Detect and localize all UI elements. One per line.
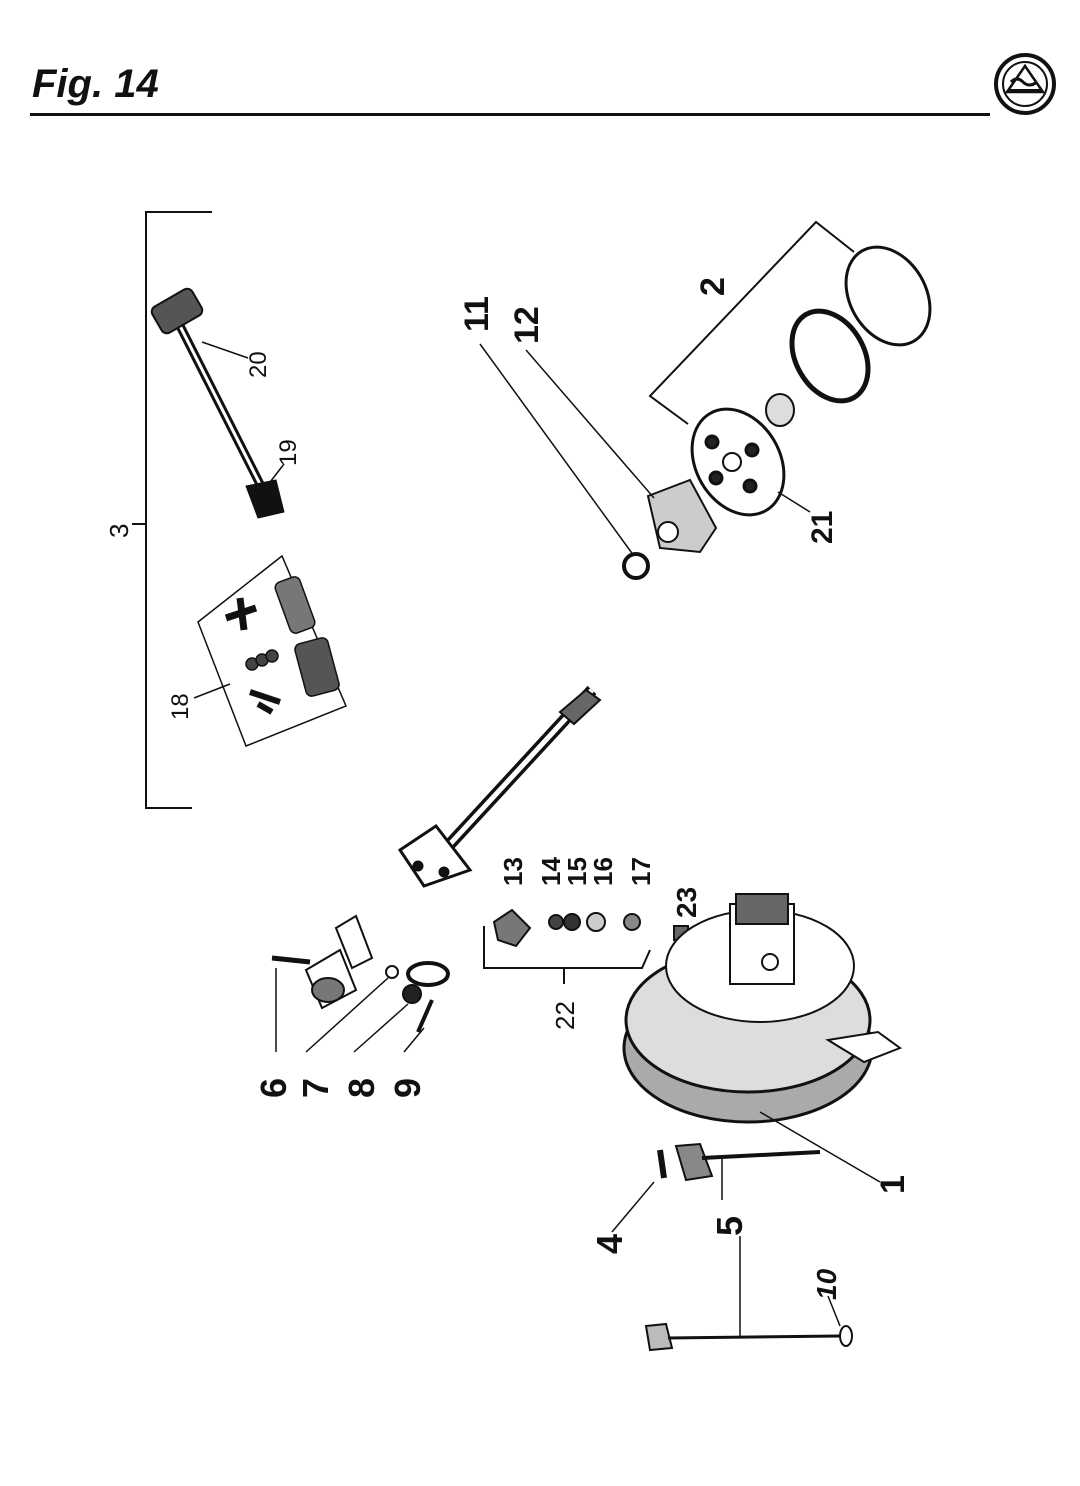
label-10: 10 (811, 1268, 842, 1300)
label-5: 5 (709, 1216, 750, 1236)
label-17: 17 (626, 857, 656, 886)
parts-7-8-9 (385, 961, 450, 1033)
label-3: 3 (104, 524, 134, 538)
drive-rod (397, 685, 602, 888)
label-7: 7 (295, 1078, 336, 1098)
label-22: 22 (550, 1001, 580, 1030)
bracket-group-22 (483, 926, 651, 984)
parts-4-5-10 (644, 1142, 853, 1352)
label-14: 14 (536, 857, 566, 886)
title-underline (30, 113, 990, 116)
part-1-housing (622, 893, 903, 1124)
label-23: 23 (671, 887, 702, 918)
part-18-joint-kit (197, 554, 347, 747)
part-6-yoke (271, 914, 374, 1010)
part-2-assembly (690, 245, 932, 517)
label-19: 19 (275, 439, 302, 466)
label-8: 8 (341, 1078, 382, 1098)
label-18: 18 (167, 693, 194, 720)
parts-13-17 (492, 908, 689, 948)
label-20: 20 (245, 351, 272, 378)
label-21: 21 (806, 511, 839, 544)
callout-labels: 1 2 3 4 5 6 7 8 9 10 11 12 13 14 15 16 1… (104, 277, 912, 1300)
leader-lines (193, 341, 881, 1336)
figure-title: Fig. 14 (32, 62, 159, 106)
label-12: 12 (508, 306, 546, 344)
brand-logo-icon (994, 53, 1056, 115)
label-16: 16 (588, 857, 618, 886)
label-15: 15 (562, 857, 592, 886)
bracket-group-2 (648, 220, 855, 425)
label-13: 13 (498, 857, 528, 886)
parts-11-12 (622, 478, 718, 580)
label-2: 2 (694, 277, 732, 296)
label-6: 6 (253, 1078, 294, 1098)
label-11: 11 (458, 296, 496, 332)
bracket-group-3 (132, 211, 212, 809)
label-1: 1 (874, 1175, 912, 1194)
part-20-shaft (150, 287, 285, 519)
label-9: 9 (387, 1078, 428, 1098)
label-4: 4 (589, 1234, 630, 1254)
